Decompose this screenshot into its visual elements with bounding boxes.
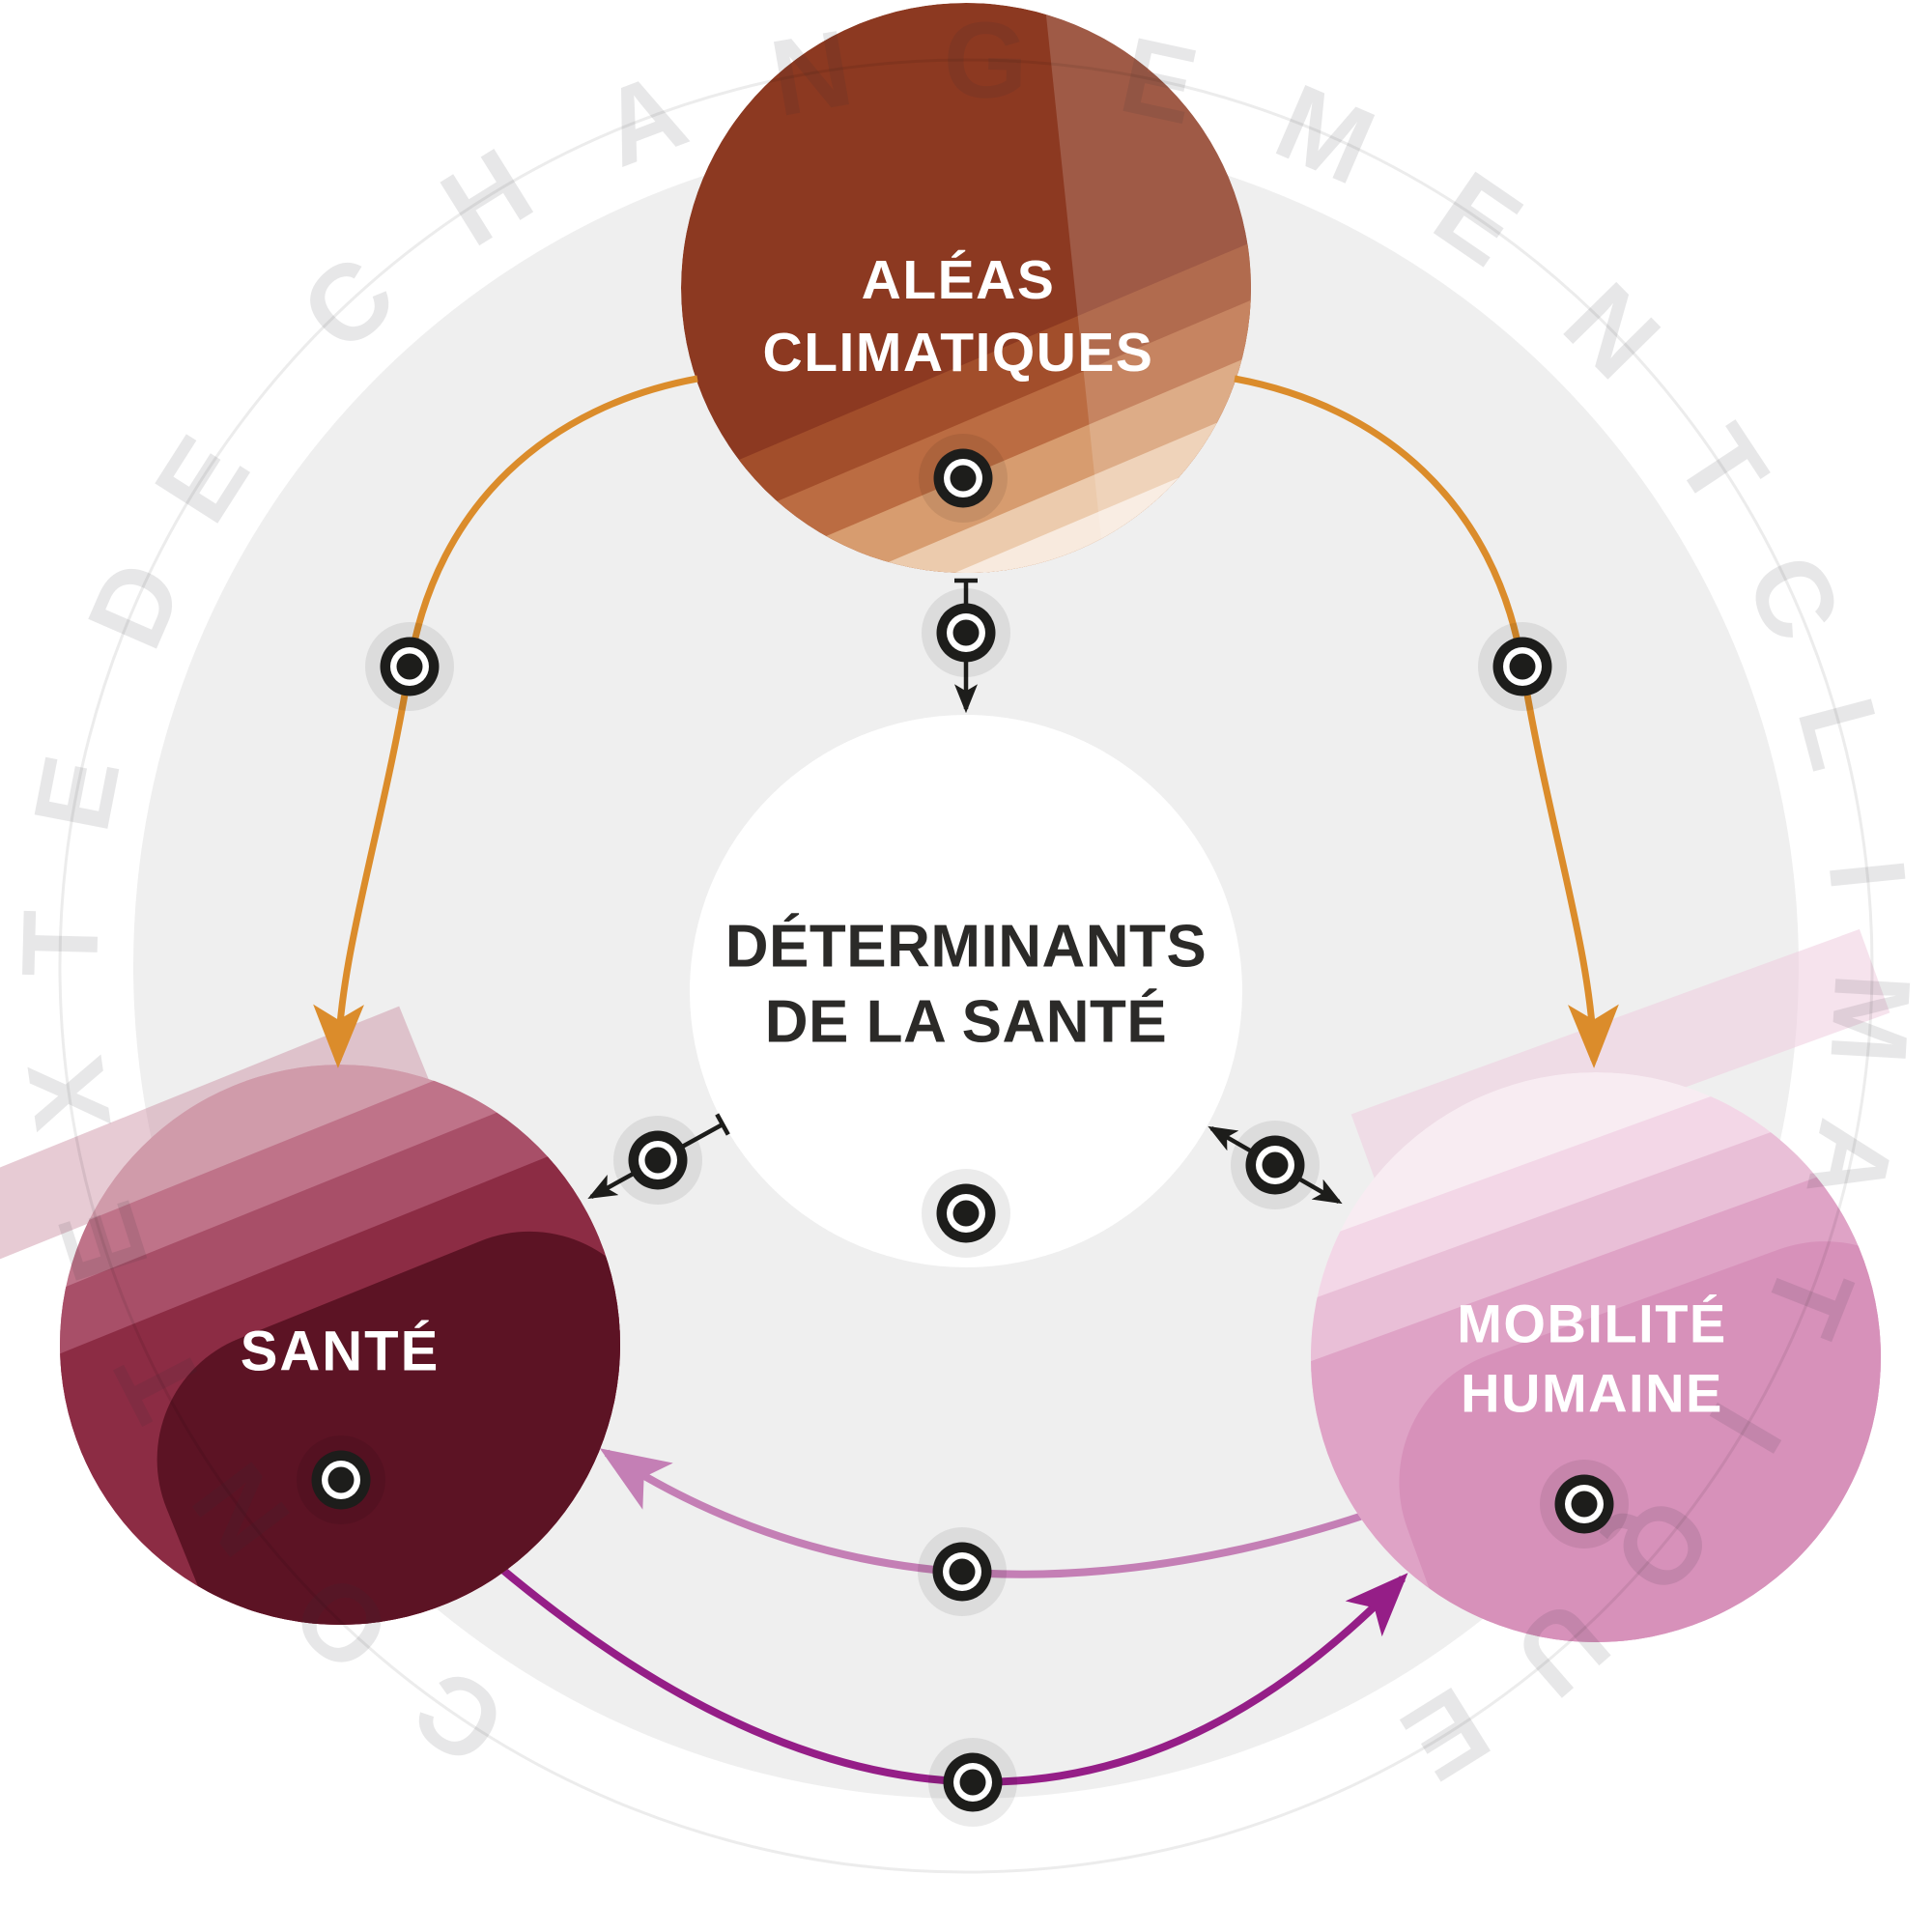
- hotspot-sante-icon[interactable]: [297, 1435, 385, 1524]
- hotspot-mobilite-icon[interactable]: [1540, 1460, 1629, 1548]
- center-label-line2: DE LA SANTÉ: [765, 989, 1168, 1056]
- mobilite-core: [1399, 1241, 1881, 1642]
- hotspot-center-icon[interactable]: [922, 1169, 1010, 1258]
- ring-letter: G: [942, 0, 1029, 122]
- hotspot-sante-center-icon[interactable]: [613, 1116, 702, 1205]
- aleas-label-line2: CLIMATIQUES: [763, 322, 1154, 384]
- ring-letter: T: [0, 909, 122, 978]
- hotspot-aleas-sante-icon[interactable]: [365, 622, 454, 711]
- mobilite-label-line2: HUMAINE: [1461, 1363, 1723, 1424]
- ring-letter: M: [1807, 970, 1932, 1066]
- sante-core: [156, 1231, 620, 1625]
- aleas-label-line1: ALÉAS: [862, 249, 1056, 311]
- hotspot-mobilite-center-icon[interactable]: [1231, 1121, 1320, 1209]
- center-circle[interactable]: [690, 715, 1242, 1267]
- hotspot-aleas-center-icon[interactable]: [922, 588, 1010, 677]
- hotspot-aleas-mobilite-icon[interactable]: [1478, 622, 1567, 711]
- hotspot-mobilite-sante-icon[interactable]: [918, 1527, 1007, 1616]
- hotspot-sante-mobilite-icon[interactable]: [928, 1738, 1017, 1827]
- center-label-line1: DÉTERMINANTS: [725, 914, 1208, 980]
- ring-letter: X: [4, 1050, 133, 1139]
- labels-layer: ALÉAS CLIMATIQUES SANTÉ MOBILITÉ HUMAINE…: [241, 249, 1727, 1424]
- mobilite-label-line1: MOBILITÉ: [1457, 1293, 1727, 1354]
- context-ring-line: [58, 58, 1874, 1874]
- aleas-highlight: [1035, 3, 1251, 573]
- node-aleas-climatiques[interactable]: [655, 0, 1563, 1042]
- arrow-sante-tbar: [715, 1113, 730, 1136]
- sante-label: SANTÉ: [241, 1321, 440, 1383]
- hotspot-aleas-icon[interactable]: [919, 434, 1008, 523]
